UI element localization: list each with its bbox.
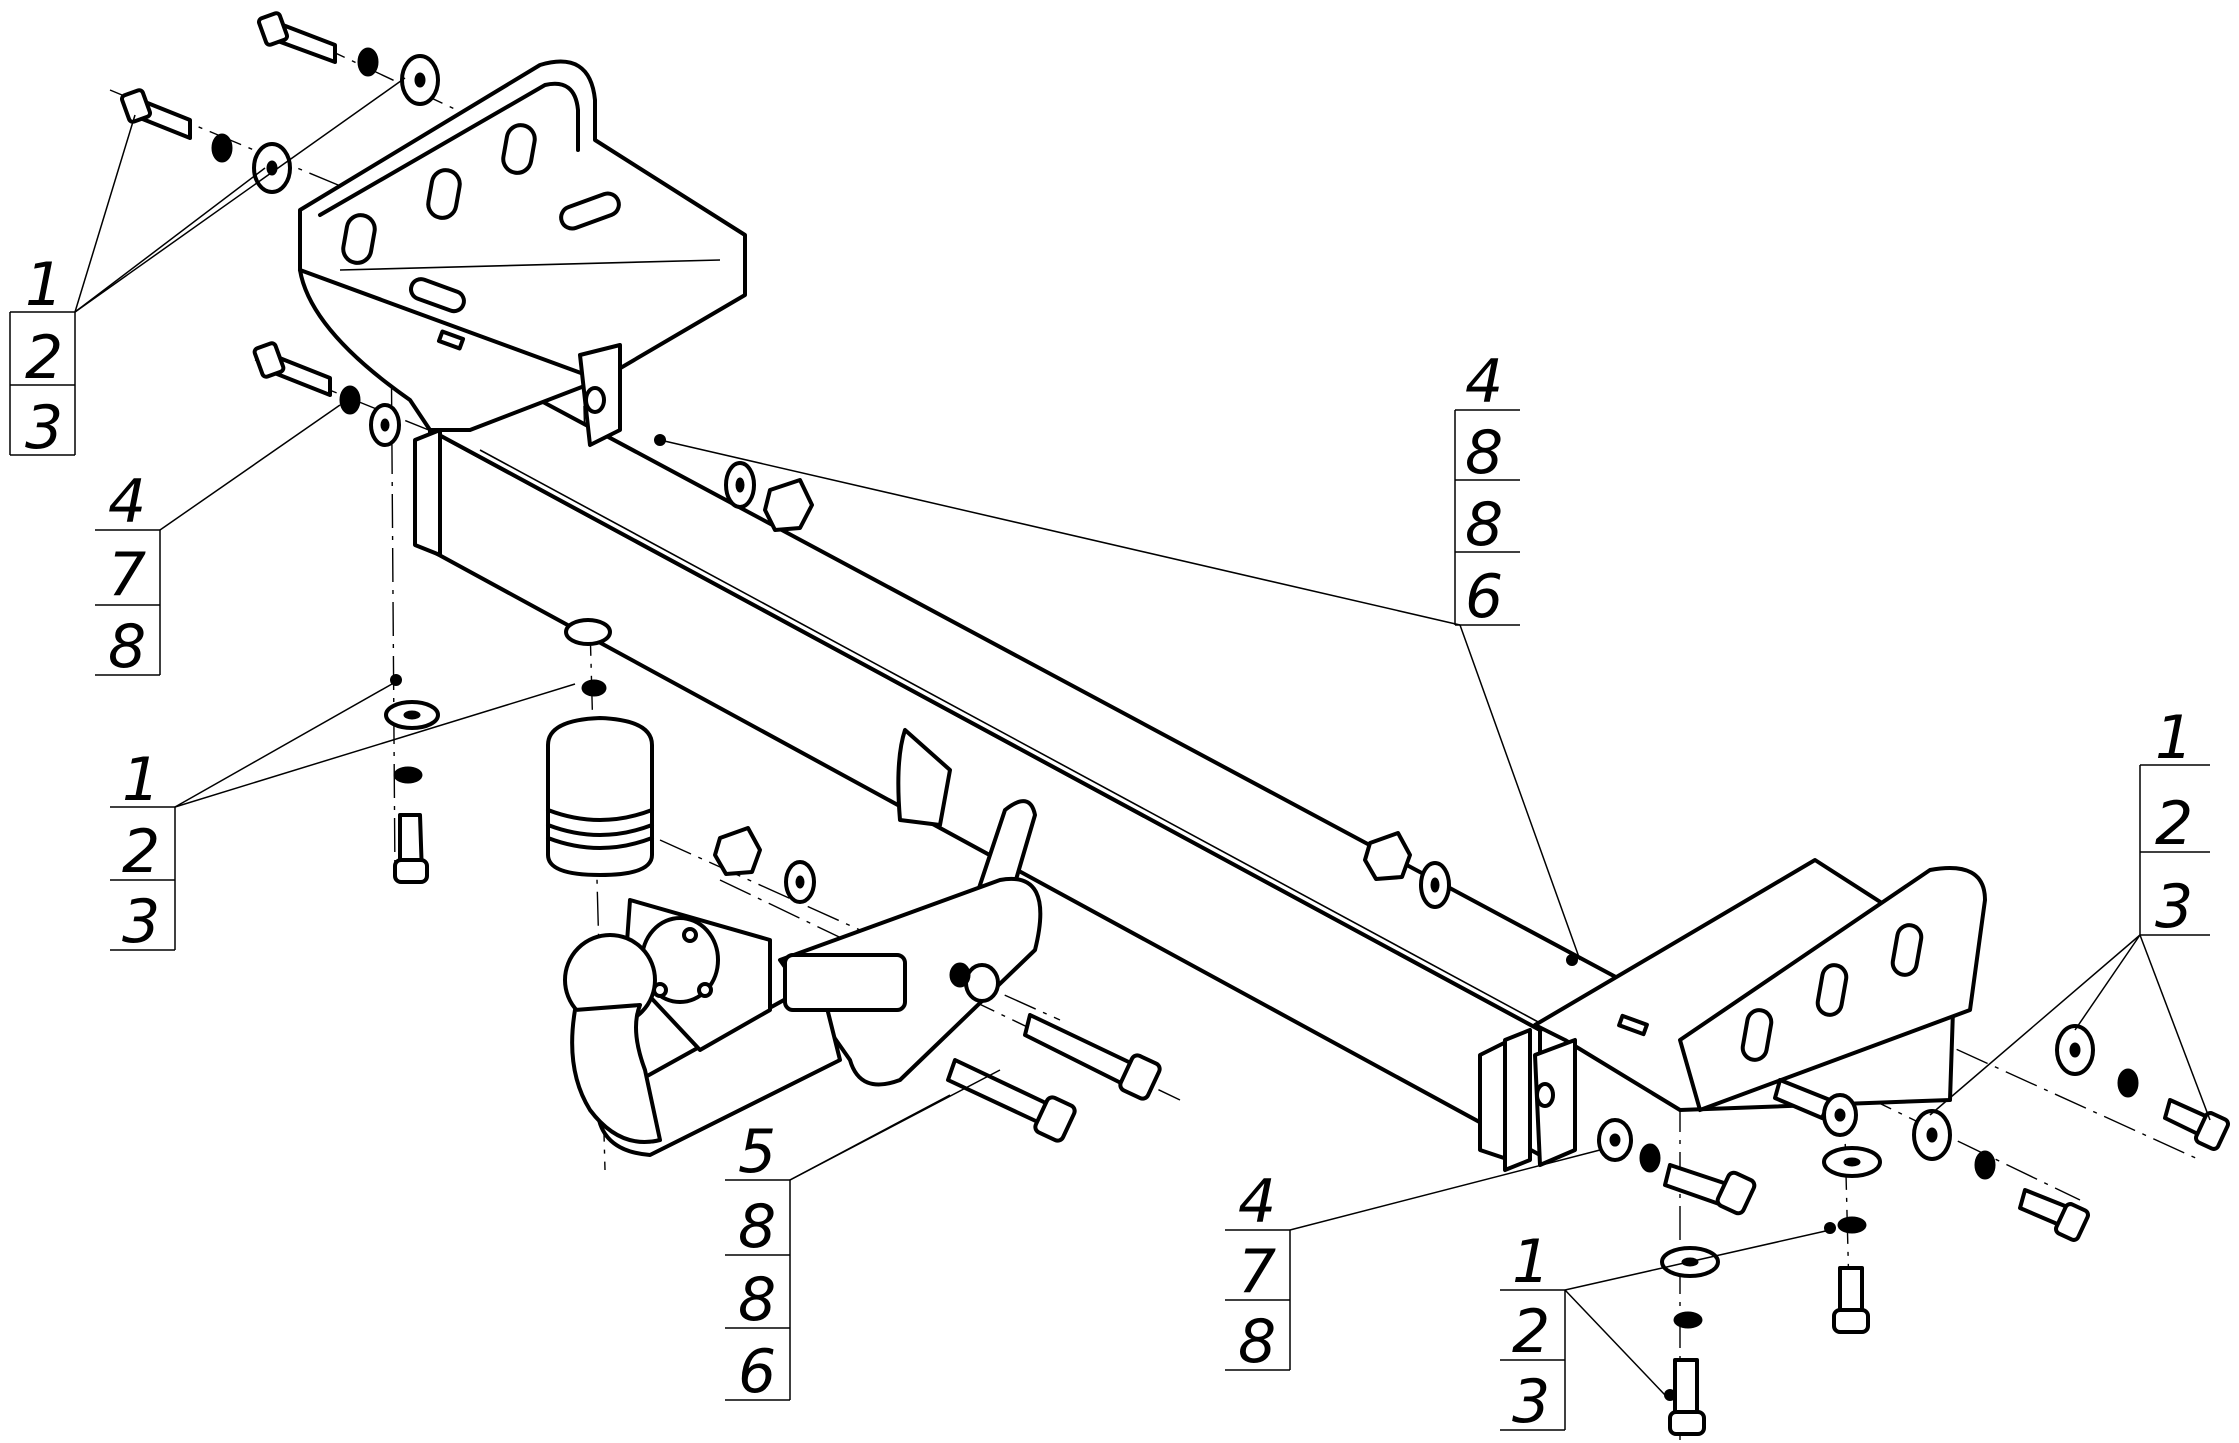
callout-center-top: 4 8 8 6 [1454, 347, 1520, 632]
callout-label: 2 [1512, 1297, 1550, 1367]
callout-label: 1 [1512, 1227, 1550, 1297]
callout-label: 4 [1465, 347, 1503, 417]
callout-label: 8 [1465, 418, 1503, 488]
callout-label: 7 [1238, 1237, 1276, 1307]
callout-label: 2 [2155, 789, 2193, 859]
callout-top-left: 1 2 3 [9, 250, 76, 463]
callout-label: 1 [122, 745, 160, 815]
right-mounting-bracket [1533, 858, 1987, 1167]
callout-label: 6 [738, 1337, 776, 1407]
callout-label: 7 [108, 540, 146, 610]
callout-hitch-bolts: 5 8 8 6 [725, 1117, 791, 1407]
callout-label: 8 [108, 612, 146, 682]
callout-left-bottom: 1 2 3 [110, 745, 176, 957]
leader-lines [74, 77, 2211, 1401]
fasteners [120, 11, 2230, 1436]
callout-label: 3 [2155, 872, 2193, 942]
callout-right-bottom: 1 2 3 [1500, 1227, 1566, 1437]
callout-label: 6 [1465, 562, 1503, 632]
callout-label: 4 [1238, 1167, 1276, 1237]
callout-label: 8 [738, 1192, 776, 1262]
callout-label: 3 [122, 887, 160, 957]
callout-label: 8 [1465, 490, 1503, 560]
callout-right-top: 1 2 3 [2139, 703, 2210, 942]
callout-left-side: 4 7 8 [95, 467, 161, 682]
callout-label: 1 [2155, 703, 2193, 773]
callout-label: 1 [25, 250, 63, 320]
callout-label: 2 [25, 323, 63, 393]
left-mounting-bracket [298, 59, 747, 447]
callout-label: 8 [738, 1265, 776, 1335]
callout-right-side: 4 7 8 [1225, 1167, 1291, 1377]
callout-label: 2 [122, 817, 160, 887]
callout-label: 3 [1512, 1367, 1550, 1437]
tow-hitch-assembly [563, 728, 1043, 1157]
ball-cover-cap [546, 716, 654, 877]
callout-label: 5 [738, 1117, 776, 1187]
callout-label: 4 [108, 467, 146, 537]
callout-label: 3 [25, 393, 63, 463]
callout-label: 8 [1238, 1307, 1276, 1377]
